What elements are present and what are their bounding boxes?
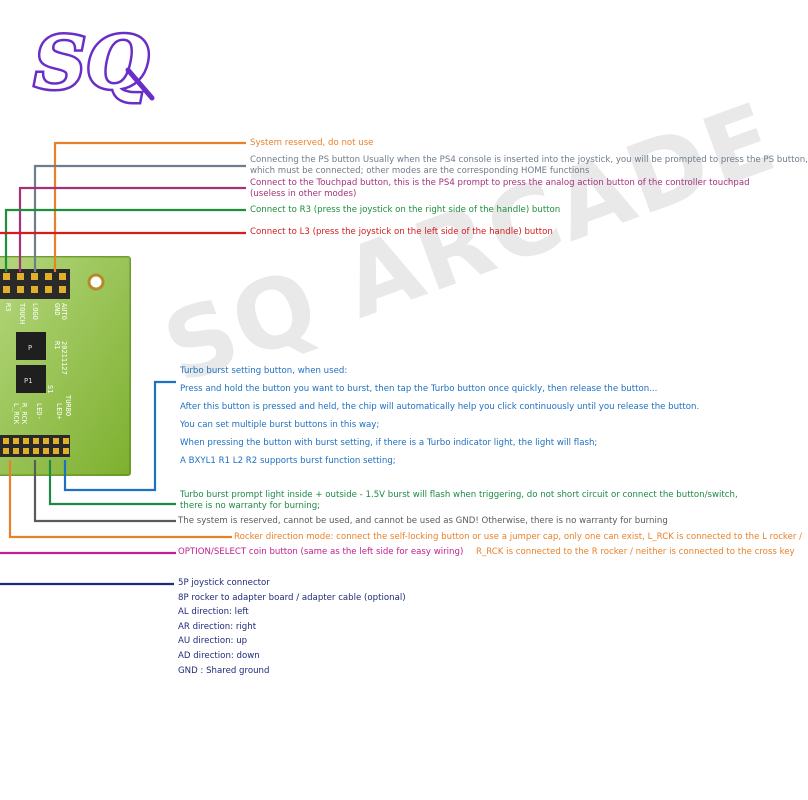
silk-p: P <box>28 344 32 352</box>
silk-p1: P1 <box>24 377 32 385</box>
label-reserved-gnd: The system is reserved, cannot be used, … <box>178 516 668 526</box>
chip-p <box>16 332 46 360</box>
silk-gnd: GND <box>53 303 61 316</box>
silk-rrck: R_RCK <box>20 403 28 425</box>
connector-description: 5P joystick connector 8P rocker to adapt… <box>178 578 406 676</box>
chip-p1 <box>16 365 46 393</box>
label-led: Turbo burst prompt light inside + outsid… <box>180 490 738 511</box>
silk-s1: S1 <box>46 385 54 393</box>
bottom-pin-header <box>0 435 70 457</box>
pcb-board: AUTO GND LOGO TOUCH R3 20211127 R1 L_RCK… <box>0 256 131 476</box>
sq-logo-icon: SQ <box>32 18 155 108</box>
logo-text: SQ <box>34 20 149 105</box>
label-l3: Connect to L3 (press the joystick on the… <box>250 227 553 237</box>
turbo-description: Turbo burst setting button, when used: P… <box>180 362 699 470</box>
silk-date: 20211127 <box>60 341 68 375</box>
top-pin-header <box>0 269 70 299</box>
label-ps-button: Connecting the PS button Usually when th… <box>250 155 808 176</box>
label-rocker-mode: Rocker direction mode: connect the self-… <box>234 532 803 557</box>
silk-auto: AUTO <box>60 303 68 320</box>
silk-r1: R1 <box>53 341 61 349</box>
silk-ledm: LED- <box>35 403 43 420</box>
label-system-reserved: System reserved, do not use <box>250 138 374 148</box>
silk-touch: TOUCH <box>18 303 26 324</box>
silk-logo: LOGO <box>31 303 39 320</box>
turbo-title: Turbo burst setting button, when used: <box>180 366 348 376</box>
silk-ledp: LED+ <box>55 403 63 420</box>
silk-turbo: TURBO <box>64 395 72 416</box>
label-r3: Connect to R3 (press the joystick on the… <box>250 205 561 215</box>
label-option-select: OPTION/SELECT coin button (same as the l… <box>178 547 464 557</box>
silk-lrck: L_RCK <box>12 403 20 425</box>
label-touchpad: Connect to the Touchpad button, this is … <box>250 178 750 199</box>
silk-r3: R3 <box>4 303 12 311</box>
